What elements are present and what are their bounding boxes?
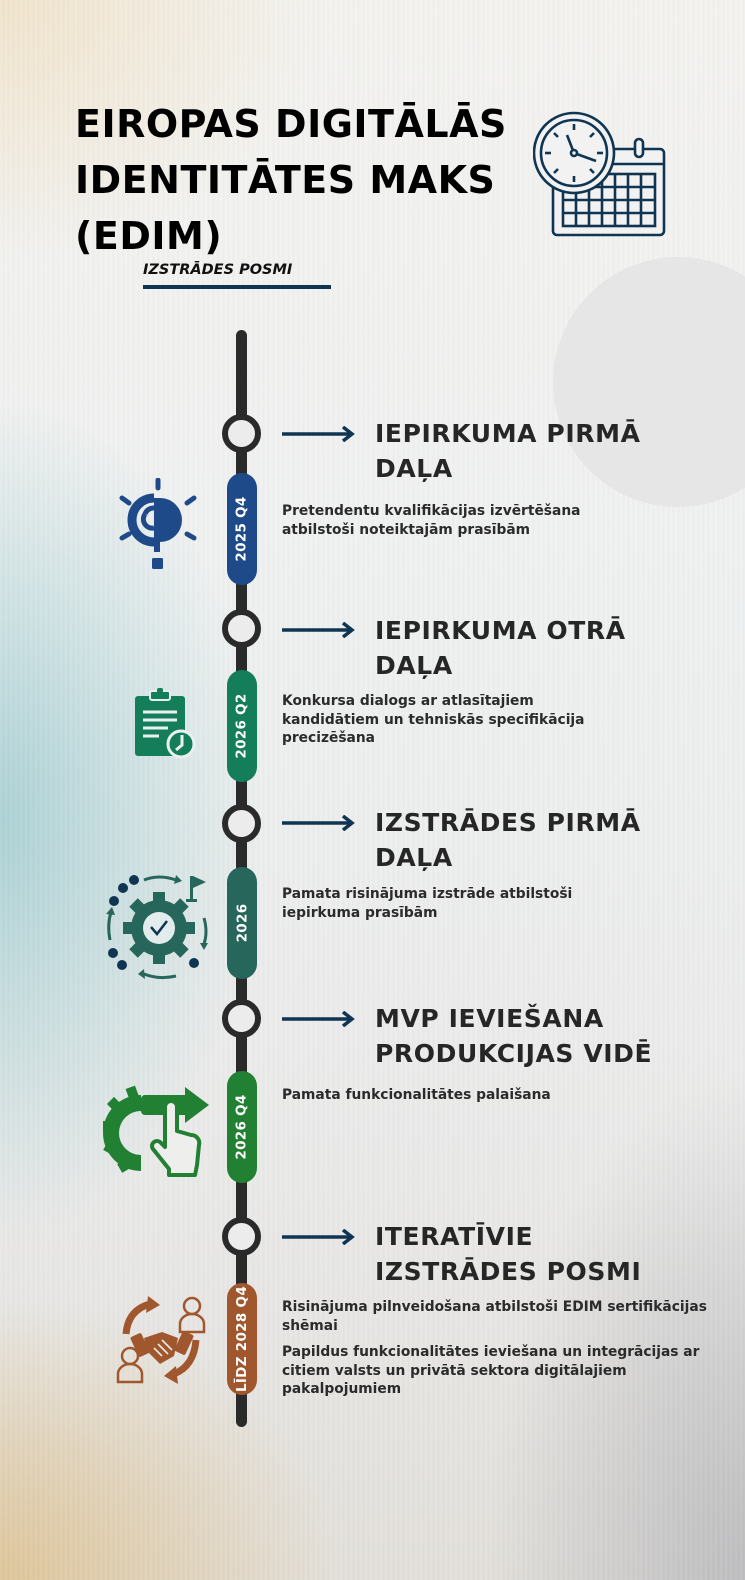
gear-check-cycle-icon [106, 875, 208, 980]
subtitle: IZSTRĀDES POSMI [143, 262, 293, 278]
timeline-node [222, 804, 261, 843]
page-title: EIROPAS DIGITĀLĀS IDENTITĀTES MAKS (EDIM… [75, 96, 507, 264]
period-badge: 2025 Q4 [227, 473, 257, 585]
period-badge: LĪDZ 2028 Q4 [227, 1283, 257, 1395]
clipboard-clock-icon [135, 688, 196, 759]
arrow-right-icon [282, 426, 355, 442]
decorative-circle [553, 257, 745, 507]
handshake-cycle-icon [116, 1296, 206, 1384]
timeline-node [222, 414, 261, 453]
gear-hand-launch-icon [103, 1085, 209, 1177]
timeline-node [222, 999, 261, 1038]
title-line-1: EIROPAS DIGITĀLĀS [75, 102, 507, 146]
stage-description: Pamata funkcionalitātes palaišana [282, 1087, 551, 1103]
arrow-right-icon [282, 815, 355, 831]
period-badge: 2026 Q2 [227, 670, 257, 782]
title-line-2: IDENTITĀTES MAKS [75, 158, 496, 202]
subtitle-underline [143, 285, 331, 289]
timeline-node [222, 609, 261, 648]
arrow-right-icon [282, 622, 355, 638]
stage-description: Risinājuma pilnveidošana atbilstoši EDIM… [282, 1299, 707, 1334]
arrow-right-icon [282, 1229, 355, 1245]
stage-description: Konkursa dialogs ar atlasītajiem kandidā… [282, 693, 585, 746]
timeline-node [222, 1217, 261, 1256]
stage-description: Pamata risinājuma izstrāde atbilstoši ie… [282, 886, 573, 921]
period-badge: 2026 [227, 867, 257, 979]
stage-description: Pretendentu kvalifikācijas izvērtēšana a… [282, 503, 581, 538]
title-line-3: (EDIM) [75, 214, 223, 258]
clock-calendar-icon [533, 111, 666, 237]
period-badge: 2026 Q4 [227, 1071, 257, 1183]
lightbulb-question-icon [119, 478, 197, 569]
stage-description: Papildus funkcionalitātes ieviešana un i… [282, 1344, 700, 1397]
arrow-right-icon [282, 1011, 355, 1027]
